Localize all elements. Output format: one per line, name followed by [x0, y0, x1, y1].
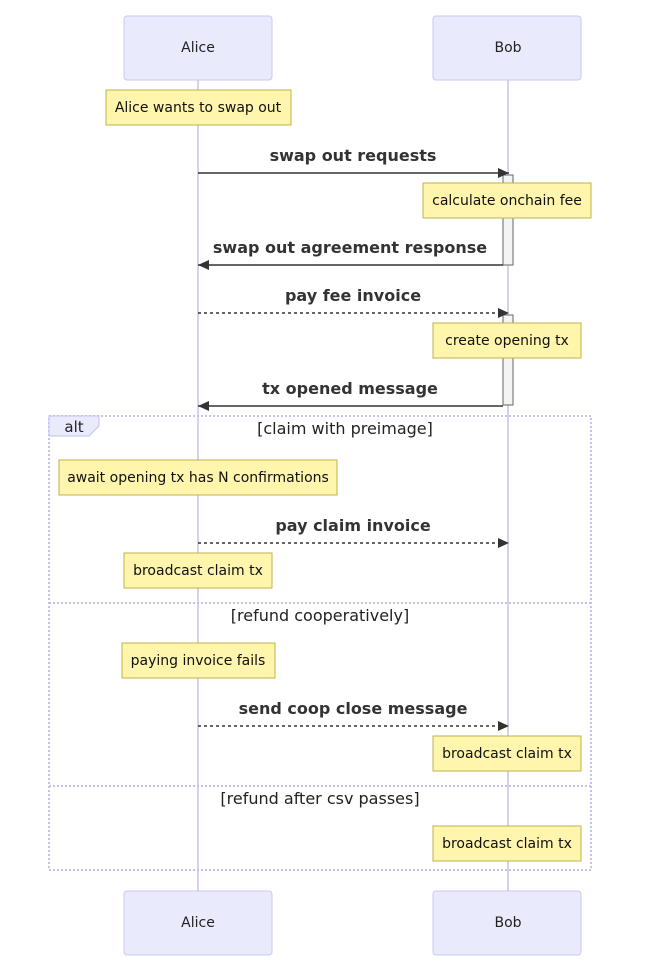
actor-bob-top: Bob [432, 15, 582, 81]
actor-bob-bottom: Bob [432, 890, 582, 956]
message-swap-out-requests: swap out requests [198, 146, 509, 178]
actor-bob-label: Bob [494, 40, 521, 56]
alt-frame-border [48, 415, 592, 871]
note-paying-fails-text: paying invoice fails [131, 653, 266, 669]
alt-section-1-label: [claim with preimage] [257, 419, 433, 438]
note-create-tx-text: create opening tx [445, 333, 569, 349]
note-broadcast-claim-3-text: broadcast claim tx [442, 836, 572, 852]
message-pay-claim-invoice: pay claim invoice [198, 516, 509, 548]
note-await-confirm-text: await opening tx has N confirmations [67, 470, 329, 486]
message-tx-opened: tx opened message [198, 379, 503, 411]
note-broadcast-claim-3: broadcast claim tx [432, 825, 582, 862]
note-broadcast-claim-2-text: broadcast claim tx [442, 746, 572, 762]
alt-section-2-label: [refund cooperatively] [231, 606, 409, 625]
message-pay-fee-invoice-label: pay fee invoice [285, 286, 421, 305]
message-pay-claim-invoice-label: pay claim invoice [275, 516, 431, 535]
message-tx-opened-label: tx opened message [262, 379, 438, 398]
actor-alice-bottom: Alice [123, 890, 273, 956]
alt-frame: alt [claim with preimage] [refund cooper… [48, 415, 592, 871]
alt-label: alt [64, 418, 83, 436]
actor-bob-bottom-label: Bob [494, 915, 521, 931]
message-swap-out-agreement-label: swap out agreement response [213, 238, 487, 257]
actor-alice-top: Alice [123, 15, 273, 81]
note-broadcast-claim-1: broadcast claim tx [123, 552, 273, 589]
note-alice-wants-text: Alice wants to swap out [115, 100, 282, 116]
note-broadcast-claim-2: broadcast claim tx [432, 735, 582, 772]
note-paying-fails: paying invoice fails [121, 642, 276, 679]
message-swap-out-requests-label: swap out requests [270, 146, 437, 165]
alt-label-box [48, 415, 100, 437]
note-broadcast-claim-1-text: broadcast claim tx [133, 563, 263, 579]
message-send-coop-close: send coop close message [198, 699, 509, 731]
actor-alice-bottom-label: Alice [181, 915, 215, 931]
note-calc-fee: calculate onchain fee [422, 182, 592, 219]
note-await-confirm: await opening tx has N confirmations [58, 459, 338, 496]
message-swap-out-agreement: swap out agreement response [198, 238, 503, 270]
actor-alice-label: Alice [181, 40, 215, 56]
note-alice-wants: Alice wants to swap out [105, 89, 292, 126]
alt-section-3-label: [refund after csv passes] [220, 789, 419, 808]
note-create-tx: create opening tx [432, 322, 582, 359]
message-send-coop-close-label: send coop close message [239, 699, 468, 718]
message-pay-fee-invoice: pay fee invoice [198, 286, 509, 318]
note-calc-fee-text: calculate onchain fee [432, 193, 582, 209]
